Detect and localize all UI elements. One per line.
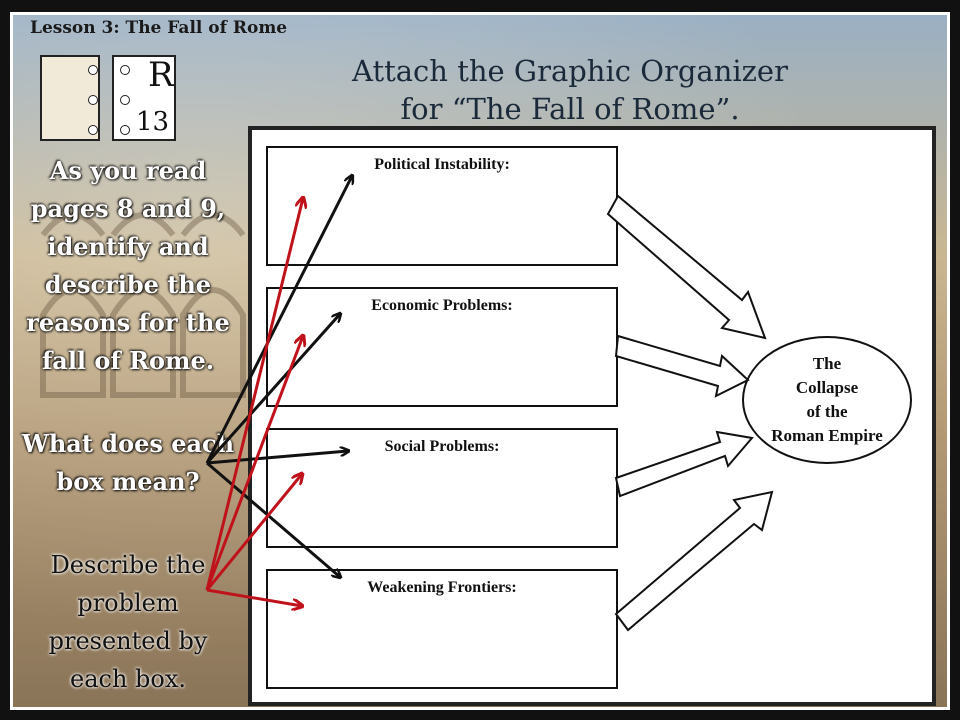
instruction-describe-problem: Describe the problem presented by each b… [48,551,208,693]
box-political-instability: Political Instability: [266,146,618,266]
box-economic-problems: Economic Problems: [266,287,618,407]
box-label: Weakening Frontiers: [367,579,517,596]
graphic-organizer: Political Instability: Economic Problems… [248,126,936,706]
box-label: Economic Problems: [371,297,513,314]
binder-hole-icon [120,125,130,135]
binder-hole-icon [88,95,98,105]
title-line-2: for “The Fall of Rome”. [400,92,740,126]
journal-page-number: 13 [136,107,170,137]
lesson-label: Lesson 3: The Fall of Rome [30,18,288,38]
instruction-box-meaning: What does each box mean? [21,429,235,496]
box-social-problems: Social Problems: [266,428,618,548]
title-line-1: Attach the Graphic Organizer [352,54,788,88]
collapse-label: The Collapse of the Roman Empire [771,354,883,445]
binder-hole-icon [120,95,130,105]
collapse-circle: The Collapse of the Roman Empire [742,336,912,464]
binder-hole-icon [88,65,98,75]
box-label: Political Instability: [374,156,510,173]
binder-hole-icon [88,125,98,135]
notebook-right-page-icon: R 13 [112,55,176,141]
slide-title: Attach the Graphic Organizer for “The Fa… [300,52,840,128]
journal-side-letter: R [148,55,174,95]
binder-hole-icon [120,65,130,75]
instruction-reading: As you read pages 8 and 9, identify and … [26,156,230,375]
box-weakening-frontiers: Weakening Frontiers: [266,569,618,689]
notebook-left-page-icon [40,55,100,141]
box-label: Social Problems: [384,438,500,455]
